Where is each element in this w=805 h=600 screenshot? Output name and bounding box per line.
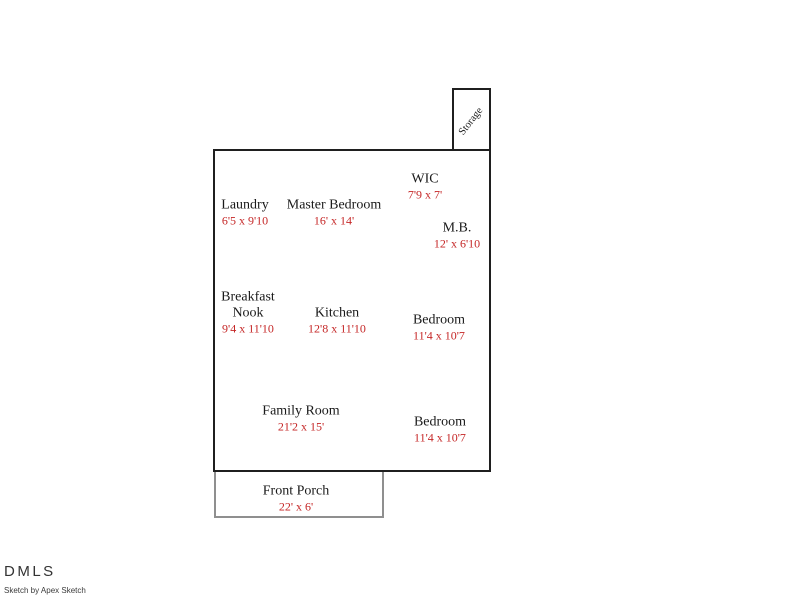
- room-label-wic: WIC 7'9 x 7': [408, 172, 442, 203]
- room-label-front-porch: Front Porch 22' x 6': [263, 484, 330, 515]
- room-name: Master Bedroom: [286, 197, 382, 213]
- room-dimensions: 16' x 14': [313, 213, 355, 228]
- sketch-credit: Sketch by Apex Sketch: [4, 586, 86, 595]
- room-name: M.B.: [442, 220, 472, 236]
- room-dimensions: 9'4 x 11'10: [222, 321, 274, 336]
- room-name: Family Room: [262, 403, 340, 419]
- room-label-breakfast-nook: Breakfast Nook 9'4 x 11'10: [208, 290, 288, 337]
- storage-room-outline: Storage: [452, 88, 491, 152]
- room-dimensions: 21'2 x 15': [277, 419, 325, 434]
- room-label-bedroom-lower: Bedroom 11'4 x 10'7: [414, 415, 466, 446]
- room-dimensions: 12' x 6'10: [433, 236, 481, 251]
- room-dimensions: 7'9 x 7': [407, 187, 443, 202]
- storage-room-label: Storage: [457, 104, 486, 138]
- main-floor-outline: [213, 149, 491, 472]
- room-dimensions: 6'5 x 9'10: [221, 213, 269, 228]
- room-dimensions: 12'8 x 11'10: [308, 321, 366, 336]
- room-dimensions: 11'4 x 10'7: [413, 328, 465, 343]
- room-label-bedroom-upper: Bedroom 11'4 x 10'7: [413, 313, 465, 344]
- room-name: Front Porch: [262, 483, 330, 499]
- room-name: Bedroom: [413, 414, 467, 430]
- room-name: Breakfast Nook: [221, 289, 275, 321]
- room-dimensions: 11'4 x 10'7: [414, 430, 466, 445]
- room-name: Bedroom: [412, 312, 466, 328]
- room-label-kitchen: Kitchen 12'8 x 11'10: [308, 306, 366, 337]
- room-name: WIC: [411, 171, 439, 187]
- room-label-laundry: Laundry 6'5 x 9'10: [221, 198, 268, 229]
- room-label-mb: M.B. 12' x 6'10: [434, 221, 480, 252]
- room-name: Laundry: [221, 197, 269, 213]
- room-label-master-bedroom: Master Bedroom 16' x 14': [287, 198, 381, 229]
- front-porch-outline: [214, 471, 384, 518]
- room-dimensions: 22' x 6': [278, 499, 314, 514]
- mls-watermark: DMLS: [4, 563, 56, 580]
- room-label-family-room: Family Room 21'2 x 15': [262, 404, 339, 435]
- room-name: Kitchen: [314, 305, 360, 321]
